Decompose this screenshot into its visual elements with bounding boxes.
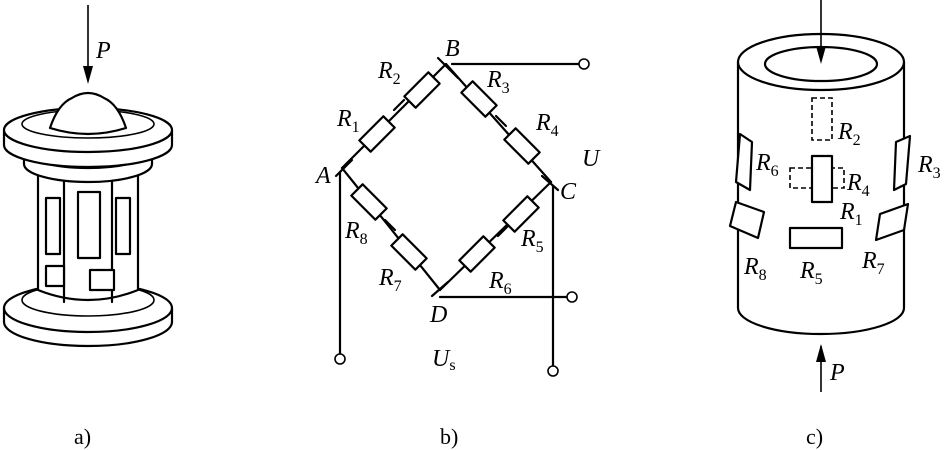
gauge-r8 [728, 200, 766, 240]
terminal-a [334, 353, 346, 365]
panel-a-load-cell: P [2, 5, 174, 449]
panel-b-caption: b) [440, 424, 458, 449]
bridge-label-r2: R2 [377, 58, 401, 88]
panel-c-caption: c) [806, 424, 823, 449]
bridge-label-r6: R6 [488, 268, 512, 298]
cyl-label-r8: R8 [743, 254, 767, 284]
terminal-c [547, 365, 559, 377]
gauge-r1 [810, 154, 834, 204]
cyl-label-r2: R2 [837, 119, 861, 149]
panel-a-cap [2, 91, 174, 169]
terminal-b [578, 58, 590, 70]
cyl-label-r4: R4 [846, 170, 870, 200]
gauge-r5 [788, 226, 844, 250]
panel-b-bridge: B A C D R1 R2 R3 R4 R5 R6 R7 R8 U Us b) [314, 36, 601, 449]
panel-c-force-label: P [829, 360, 845, 386]
panel-a-force-arrow [83, 5, 93, 84]
bridge-resistor-r8 [350, 183, 388, 221]
node-d-label: D [429, 302, 447, 328]
node-b-label: B [445, 36, 460, 62]
bridge-contacts [383, 98, 510, 238]
terminal-d [566, 291, 578, 303]
bridge-label-r7: R7 [378, 265, 402, 295]
gauge-r6-side [734, 132, 754, 192]
bridge-resistor-r1 [358, 115, 396, 153]
bridge-resistor-r6 [458, 235, 496, 273]
bridge-resistor-r7 [390, 233, 428, 271]
panel-a-pillar [36, 168, 140, 304]
bridge-label-r3: R3 [486, 67, 510, 97]
panel-a-gauge-left-low [44, 264, 66, 288]
cyl-label-r1: R1 [839, 199, 863, 229]
bridge-label-r4: R4 [535, 110, 559, 140]
bridge-node-bars [334, 56, 560, 298]
panel-a-load-button [48, 91, 128, 136]
panel-c-top-force-arrow [816, 0, 826, 64]
panel-a-gauge-right-low [88, 268, 116, 292]
bridge-label-r1: R1 [336, 106, 360, 136]
node-a-label: A [314, 163, 331, 189]
panel-a-caption: a) [74, 424, 91, 449]
panel-a-base [2, 282, 174, 348]
panel-c-bottom-force-arrow [816, 344, 826, 392]
cyl-label-r6: R6 [755, 150, 779, 180]
node-c-label: C [560, 179, 577, 205]
bridge-resistor-r3 [460, 80, 498, 118]
bridge-arm-bc [444, 62, 553, 184]
output-voltage-label: U [582, 146, 601, 172]
cyl-label-r5: R5 [799, 258, 823, 288]
cyl-label-r7: R7 [861, 248, 885, 278]
gauge-r2-hidden [811, 97, 833, 141]
panel-a-force-label: P [95, 38, 111, 64]
panel-a-gauge-left [44, 196, 62, 256]
panel-a-gauge-center [76, 190, 102, 260]
panel-c-cylinder: P R2 R6 R3 R4 R1 R8 R5 R7 c) [728, 0, 941, 449]
bridge-label-r5: R5 [520, 226, 544, 256]
gauge-r3 [892, 134, 912, 192]
gauge-r7 [874, 202, 910, 242]
bridge-label-r8: R8 [344, 218, 368, 248]
supply-voltage-label: Us [432, 346, 456, 374]
bridge-resistor-r4 [503, 127, 541, 165]
panel-a-gauge-right [114, 196, 132, 256]
cyl-label-r3: R3 [917, 152, 941, 182]
bridge-resistor-r2 [403, 71, 441, 109]
